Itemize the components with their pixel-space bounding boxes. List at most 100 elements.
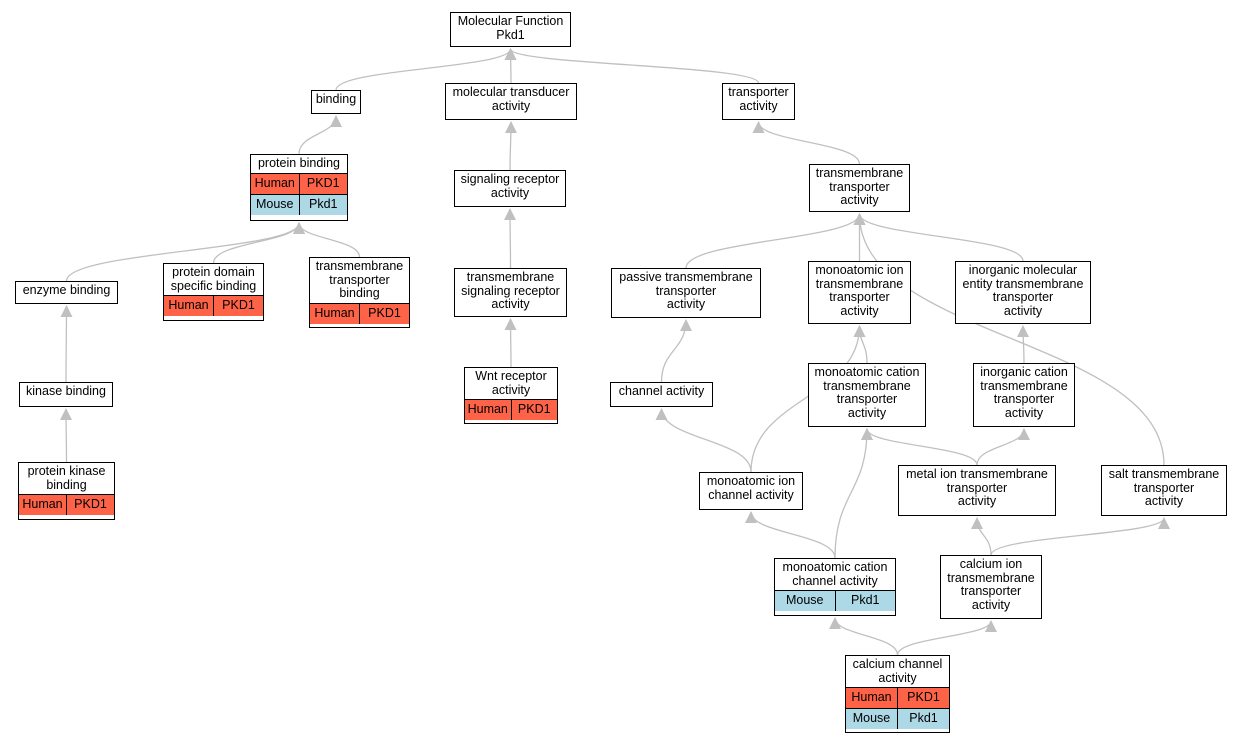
gene-symbol: Pkd1: [834, 591, 896, 611]
edge-monoatomic_cation_channel-to-monoatomic_cation_tm: [834, 428, 873, 559]
edge-monoatomic_ion_channel-to-monoatomic_ion_tm: [750, 325, 866, 473]
go-term-label: passive transmembrane transporter activi…: [619, 270, 753, 311]
go-term-tm-signaling-receptor[interactable]: transmembrane signaling receptor activit…: [454, 268, 567, 317]
edge-monoatomic_cation_channel-to-monoatomic_ion_channel: [745, 511, 836, 559]
go-term-label: binding: [315, 92, 357, 106]
edge-tm_transporter_binding-to-protein_binding: [293, 222, 361, 258]
edge-protein_domain_binding-to-protein_binding: [212, 222, 305, 264]
species-label: Mouse: [852, 711, 891, 725]
go-term-label: protein domain specific binding: [170, 265, 257, 293]
go-term-label: monoatomic cation channel activity: [782, 560, 888, 588]
go-term-label: kinase binding: [26, 384, 106, 398]
gene-symbol: PKD1: [897, 688, 949, 708]
go-term-label: protein kinase binding: [27, 464, 106, 492]
edge-metal_ion_tm-to-monoatomic_cation_tm: [861, 428, 978, 466]
go-term-monoatomic-cation-tm[interactable]: monoatomic cation transmembrane transpor…: [808, 363, 926, 427]
edge-transmembrane_transporter-to-transporter: [752, 121, 861, 165]
gene-symbol: PKD1: [359, 303, 409, 324]
edge-inorganic_molecular_tm-to-transmembrane_transporter: [853, 213, 1024, 262]
go-term-inorganic-cation-tm[interactable]: inorganic cation transmembrane transport…: [973, 363, 1075, 427]
edge-wnt_receptor-to-tm_signaling_receptor: [504, 318, 517, 368]
species-label: Human: [467, 402, 508, 416]
edge-tm_signaling_receptor-to-signaling_receptor: [504, 208, 517, 269]
go-term-monoatomic-ion-tm[interactable]: monoatomic ion transmembrane transporter…: [808, 261, 911, 324]
gene-symbol: Pkd1: [298, 194, 348, 215]
go-term-root[interactable]: Molecular Function Pkd1: [450, 12, 571, 47]
gene-symbol: Pkd1: [897, 709, 949, 729]
go-term-label: inorganic molecular entity transmembrane…: [962, 263, 1084, 318]
ortholog-row-human: Human PKD1: [164, 295, 263, 316]
gene-symbol: PKD1: [66, 495, 114, 515]
go-term-label: signaling receptor activity: [460, 172, 560, 200]
gene-symbol: PKD1: [510, 400, 558, 420]
go-term-label: monoatomic ion transmembrane transporter…: [815, 263, 904, 318]
edges-layer: [60, 48, 1170, 656]
ortholog-row-mouse: Mouse Pkd1: [846, 708, 949, 729]
go-term-signaling-receptor[interactable]: signaling receptor activity: [454, 170, 566, 207]
edge-signaling_receptor-to-molecular_transducer: [504, 121, 517, 171]
gene-symbol: PKD1: [213, 296, 263, 316]
go-term-label: enzyme binding: [22, 283, 111, 297]
edge-monoatomic_cation_tm-to-monoatomic_ion_tm: [853, 325, 868, 364]
go-term-label: metal ion transmembrane transporter acti…: [906, 467, 1048, 508]
edge-calcium_channel-to-calcium_ion_tm: [896, 620, 997, 656]
go-term-transmembrane-transporter[interactable]: transmembrane transporter activity: [809, 164, 910, 212]
go-term-molecular-transducer[interactable]: molecular transducer activity: [445, 83, 577, 120]
go-term-transporter[interactable]: transporter activity: [722, 83, 795, 120]
edge-transporter-to-root: [504, 48, 760, 84]
ortholog-row-human: Human PKD1: [310, 302, 409, 324]
go-term-metal-ion-tm[interactable]: metal ion transmembrane transporter acti…: [898, 465, 1056, 516]
go-term-label: transmembrane signaling receptor activit…: [461, 270, 560, 311]
edge-molecular_transducer-to-root: [504, 48, 517, 84]
edge-channel_activity-to-passive_tm_transporter: [660, 319, 692, 383]
species-label: Human: [22, 497, 63, 511]
go-term-label: transmembrane transporter activity: [815, 166, 904, 207]
go-term-label: Wnt receptor activity: [475, 369, 547, 397]
edge-protein_binding-to-binding: [298, 115, 342, 155]
go-term-binding[interactable]: binding: [311, 90, 361, 114]
go-term-calcium-ion-tm[interactable]: calcium ion transmembrane transporter ac…: [940, 555, 1042, 619]
go-term-enzyme-binding[interactable]: enzyme binding: [15, 281, 118, 304]
go-term-label: Molecular Function Pkd1: [457, 14, 564, 42]
go-term-label: calcium channel activity: [852, 657, 943, 685]
edge-protein_kinase_binding-to-kinase_binding: [60, 408, 73, 463]
go-term-label: protein binding: [257, 156, 340, 170]
gene-symbol: PKD1: [298, 173, 348, 194]
edge-calcium_channel-to-monoatomic_cation_channel: [829, 617, 899, 656]
go-term-channel-activity[interactable]: channel activity: [610, 382, 713, 407]
edge-binding-to-root: [335, 48, 517, 91]
go-term-label: inorganic cation transmembrane transport…: [980, 365, 1068, 420]
go-term-label: channel activity: [618, 384, 705, 398]
species-label: Mouse: [255, 196, 294, 211]
edge-metal_ion_tm-to-inorganic_cation_tm: [976, 428, 1030, 466]
go-term-label: transmembrane transporter binding: [315, 259, 404, 300]
species-label: Human: [314, 305, 355, 320]
go-term-monoatomic-ion-channel[interactable]: monoatomic ion channel activity: [699, 472, 803, 510]
edge-passive_tm_transporter-to-transmembrane_transporter: [685, 213, 866, 269]
species-label: Human: [254, 175, 295, 190]
go-term-label: monoatomic cation transmembrane transpor…: [814, 365, 920, 420]
go-term-kinase-binding[interactable]: kinase binding: [19, 382, 113, 407]
go-term-inorganic-molecular-tm[interactable]: inorganic molecular entity transmembrane…: [955, 261, 1091, 324]
ortholog-row-mouse: Mouse Pkd1: [251, 193, 348, 215]
go-term-label: calcium ion transmembrane transporter ac…: [947, 557, 1035, 612]
go-term-label: monoatomic ion channel activity: [706, 474, 796, 502]
go-term-salt-tm[interactable]: salt transmembrane transporter activity: [1101, 465, 1227, 516]
species-label: Human: [168, 298, 209, 312]
go-term-label: transporter activity: [728, 85, 789, 113]
go-term-label: molecular transducer activity: [452, 85, 570, 113]
go-term-passive-tm-transporter[interactable]: passive transmembrane transporter activi…: [611, 268, 761, 318]
edge-monoatomic_ion_channel-to-channel_activity: [655, 408, 752, 473]
